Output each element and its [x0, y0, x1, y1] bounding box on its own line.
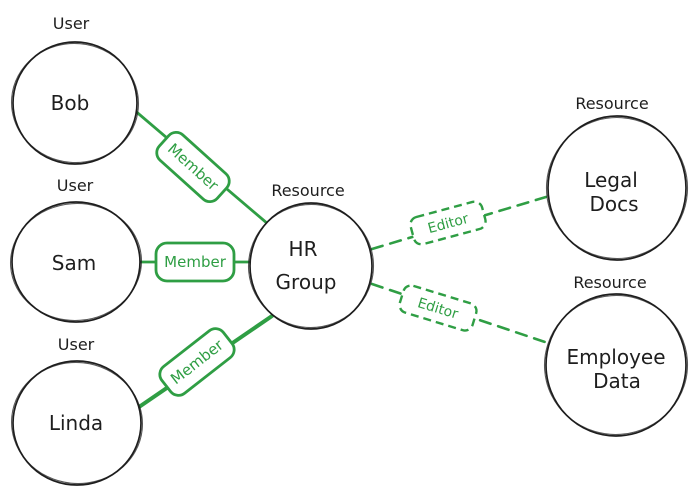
node-sam[interactable]: Sam [7, 199, 146, 325]
node-hrgroup-type-label: Resource [271, 181, 344, 200]
node-linda-name: Linda [49, 411, 103, 435]
node-sam-type-label: User [57, 176, 94, 195]
node-employeedata-type-label: Resource [573, 273, 646, 292]
edge-label-member-bob[interactable]: Member [153, 128, 234, 205]
node-sam-name: Sam [52, 251, 96, 275]
node-hrgroup-name-line1: HR [289, 237, 318, 261]
node-hrgroup[interactable]: HR Group [243, 199, 378, 332]
edge-label-member-sam-text: Member [164, 253, 227, 271]
node-legaldocs[interactable]: Legal Docs [542, 113, 692, 263]
edge-label-editor-legaldocs[interactable]: Editor [409, 200, 488, 246]
edge-hrgroup-to-legaldocs[interactable] [370, 195, 548, 251]
node-legaldocs-name-line2: Docs [589, 192, 638, 216]
node-employeedata[interactable]: Employee Data [540, 291, 692, 440]
node-bob[interactable]: Bob [7, 38, 144, 168]
node-hrgroup-name-line2: Group [276, 270, 337, 294]
edge-label-editor-employeedata[interactable]: Editor [398, 284, 479, 333]
node-linda-type-label: User [58, 335, 95, 354]
node-employeedata-name-line1: Employee [566, 345, 665, 369]
node-legaldocs-type-label: Resource [575, 94, 648, 113]
edge-label-member-linda[interactable]: Member [156, 325, 238, 400]
node-bob-type-label: User [53, 14, 90, 33]
node-linda[interactable]: Linda [6, 356, 149, 490]
node-bob-name: Bob [51, 91, 90, 115]
edge-hrgroup-to-employeedata[interactable] [370, 282, 550, 345]
node-employeedata-name-line2: Data [593, 369, 641, 393]
edge-label-member-sam[interactable]: Member [154, 241, 236, 283]
node-legaldocs-name-line1: Legal [584, 168, 638, 192]
